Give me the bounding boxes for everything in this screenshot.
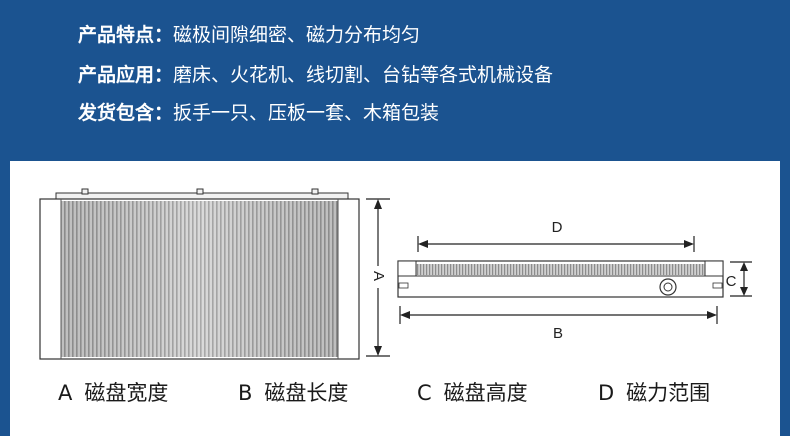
caption-text: 磁盘高度 bbox=[443, 381, 528, 405]
dimension-b-label: B bbox=[553, 325, 563, 342]
caption-length: B 磁盘长度 bbox=[238, 380, 348, 406]
caption-text: 磁力范围 bbox=[626, 381, 711, 405]
caption-magnetic-range: D 磁力范围 bbox=[598, 380, 710, 406]
caption-width: A 磁盘宽度 bbox=[58, 380, 168, 406]
feature-characteristics: 产品特点：磁极间隙细密、磁力分布均匀 bbox=[78, 22, 420, 48]
feature-label: 发货包含： bbox=[78, 102, 174, 124]
dimension-c: C bbox=[726, 261, 752, 297]
chuck-top-view bbox=[39, 188, 360, 360]
feature-value: 磁极间隙细密、磁力分布均匀 bbox=[173, 24, 421, 46]
caption-letter: C bbox=[417, 381, 432, 405]
dimension-c-label: C bbox=[726, 273, 737, 290]
feature-label: 产品应用： bbox=[78, 64, 174, 86]
feature-label: 产品特点： bbox=[78, 24, 174, 46]
caption-text: 磁盘宽度 bbox=[84, 381, 169, 405]
feature-applications: 产品应用：磨床、火花机、线切割、台钻等各式机械设备 bbox=[78, 62, 553, 88]
feature-value: 扳手一只、压板一套、木箱包装 bbox=[173, 102, 440, 124]
chuck-side-view bbox=[397, 260, 724, 298]
caption-letter: D bbox=[598, 381, 615, 405]
caption-letter: B bbox=[238, 381, 253, 405]
feature-package-contents: 发货包含：扳手一只、压板一套、木箱包装 bbox=[78, 100, 439, 126]
caption-height: C 磁盘高度 bbox=[417, 380, 528, 406]
dimension-d-label: D bbox=[552, 219, 563, 236]
caption-letter: A bbox=[58, 381, 73, 405]
dimension-d: D bbox=[417, 219, 695, 252]
feature-value: 磨床、火花机、线切割、台钻等各式机械设备 bbox=[173, 64, 554, 86]
dimension-a-label: A bbox=[370, 271, 387, 281]
dimension-a: A bbox=[366, 198, 390, 357]
caption-text: 磁盘长度 bbox=[264, 381, 349, 405]
header-banner bbox=[0, 0, 790, 160]
dimension-b: B bbox=[399, 306, 718, 342]
